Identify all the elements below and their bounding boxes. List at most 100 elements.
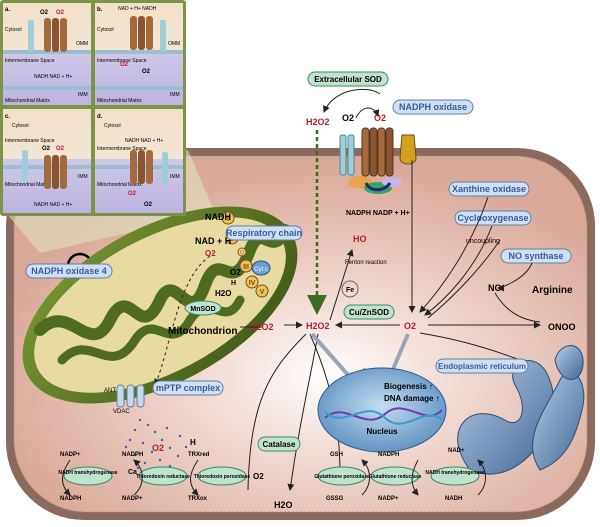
o2-top-label: O2 (342, 113, 354, 123)
panel-c-o2: O2 (42, 146, 51, 152)
superoxide-leak-path (154, 255, 211, 386)
respiratory-chain-badge (225, 225, 303, 241)
mptp-complex-badge (152, 380, 224, 396)
respiratory-chain-label: Respiratory chain (226, 228, 302, 238)
nadph-oxidase-4-label: NADPH oxidase 4 (31, 266, 107, 276)
panel-a-imm: IMM (78, 92, 88, 98)
ca-label: Ca (128, 469, 137, 476)
inset-panels: a. O2 O2 Cytosol OMM Intermembrane Space… (0, 0, 186, 216)
membrane-channel (399, 134, 417, 165)
nucleus-label: Nucleus (366, 427, 398, 436)
glutathione-cycle: Glutathione peroxidase Glutathione reduc… (314, 448, 486, 502)
superoxide-leak-label: O2 (152, 443, 164, 453)
dna-damage-label: DNA damage ↑ (384, 394, 440, 403)
vdac-label: VDAC (113, 409, 130, 415)
arginine-label: Arginine (532, 285, 573, 296)
nadph-oxidase-badge (392, 99, 474, 115)
nucleus (317, 367, 447, 453)
fenton-label: Fenton reaction (345, 260, 387, 266)
nadp-plus-l2-label: NADP+ (122, 496, 143, 502)
nadph-reaction-label: NADPH NADP + H+ (346, 210, 410, 217)
glutathione-peroxidase-label: Glutathione peroxidase (314, 474, 370, 480)
cyclooxygenase-label: Cyclooxygenase (457, 213, 528, 223)
ho-label: HO (353, 234, 367, 244)
h2o2-center-label: H2O2 (306, 321, 330, 331)
panel-a-superoxide: O2 (56, 10, 65, 16)
cyt-c-label: Cyt c (254, 267, 268, 273)
panel-b-imm: IMM (170, 92, 180, 98)
h-resp-label: H (231, 280, 236, 287)
endoplasmic-reticulum-badge (435, 358, 529, 374)
panel-b-nadh: NAD + H+ NADH (118, 6, 157, 12)
panel-c-imm: IMM (78, 174, 88, 180)
panel-d-imm: IMM (170, 174, 180, 180)
uncoupling-label: uncoupling (466, 238, 500, 245)
panel-c-letter: c. (5, 114, 10, 120)
superoxide-top-label: O2 (374, 113, 386, 123)
panel-c-matrix: Mitochondrial Matrix (5, 182, 50, 188)
panel-d: d. Cytosol NADH NAD + H+ Intermembrane S… (95, 109, 183, 213)
cuznsod-badge (343, 304, 395, 320)
catalase-badge (257, 436, 301, 452)
xanthine-oxidase-label: Xanthine oxidase (452, 184, 526, 194)
o2-to-superoxide-arrow (355, 107, 380, 119)
o2-resp2-label: O2 (230, 268, 241, 277)
mptp-complex-label: mPTP complex (156, 383, 220, 393)
panel-a-cytosol: Cytosol (5, 27, 22, 33)
nadh-trans-r-label: NADH transhydrogenase (425, 470, 484, 476)
superoxide-center-label: O2 (404, 321, 416, 331)
panel-b-omm: OMM (168, 41, 180, 47)
panel-a-ims: Intermembrane Space (5, 58, 55, 64)
xanthine-oxidase-badge (448, 181, 530, 197)
nadph-r-label: NADPH (378, 452, 399, 458)
panel-b-cytosol: Cytosol (97, 27, 114, 33)
fe-label: Fe (346, 287, 354, 294)
h2o-bottom-label: H2O (274, 500, 293, 510)
nadp-plus-l-label: NADP+ (60, 452, 81, 458)
superoxide-dots (124, 418, 188, 472)
panel-d-nadh: NADH NAD + H+ (125, 138, 163, 144)
complex-1-label: I (227, 214, 229, 223)
endoplasmic-reticulum (457, 345, 585, 475)
nadh-r-label: NADH (445, 496, 462, 502)
mptp-complex: ANT VDAC (104, 384, 145, 415)
complex-4-label: IV (249, 280, 256, 287)
panel-c-ims: Intermembrane Space (5, 138, 55, 144)
complex-q-label: Q (240, 250, 244, 256)
nadh-label: NADH (205, 212, 231, 222)
nadph-l2-label: NADPH (60, 496, 81, 502)
extracellular-sod-arrow (323, 88, 381, 113)
thioredoxin-reductase-label: Thioredoxin reductase (136, 474, 190, 480)
nadph-l-label: NADPH (122, 452, 143, 458)
panel-a-omm: OMM (76, 41, 88, 47)
thioredoxin-cycle: NADH transhydrogenase Thioredoxin reduct… (58, 452, 250, 502)
panel-b-matrix: Mitochondrial Matrix (97, 98, 142, 104)
cuznsod-label: Cu/ZnSOD (349, 308, 389, 317)
no-synthase-label: NO synthase (508, 251, 563, 261)
trx-ox-label: TRXox (188, 496, 208, 502)
nadph-oxidase-4-badge (25, 263, 113, 279)
mnsod-badge (184, 300, 222, 316)
cyclooxygenase-badge (454, 210, 532, 226)
panel-c-nadh: NADH NAD + H+ (34, 202, 72, 208)
panel-b: b. NAD + H+ NADH Cytosol OMM Intermembra… (95, 3, 183, 105)
thioredoxin-peroxidase-label: Thioredoxin peroxidase (194, 474, 251, 480)
panel-d-matrix: Mitochondrial Matrix (97, 182, 142, 188)
nadp-plus-r-label: NADP+ (378, 496, 399, 502)
nadph-oxidase-label: NADPH oxidase (399, 102, 467, 112)
panel-d-cytosol: Cytosol (104, 123, 121, 129)
panel-d-letter: d. (97, 114, 103, 120)
panel-b-ims: Intermembrane Space (97, 58, 147, 64)
panel-d-ims: Intermembrane Space (97, 146, 147, 152)
no-label: NO (488, 283, 502, 293)
complex-3-label: III (243, 264, 249, 271)
trx-red-label: TRXred (188, 452, 210, 458)
panel-b-o2: O2 (142, 69, 151, 75)
nadh-trans-l-label: NADH transhydrogenase (58, 470, 117, 476)
biogenesis-label: Biogenesis ↑ (384, 382, 433, 391)
nad-h-label: NAD + H (195, 236, 231, 246)
onoo-label: ONOO (548, 322, 576, 332)
gssg-label: GSSG (326, 496, 344, 502)
panel-c: c. Cytosol Intermembrane Space O2 O2 IMM… (3, 109, 91, 213)
ant-label: ANT (104, 388, 116, 394)
